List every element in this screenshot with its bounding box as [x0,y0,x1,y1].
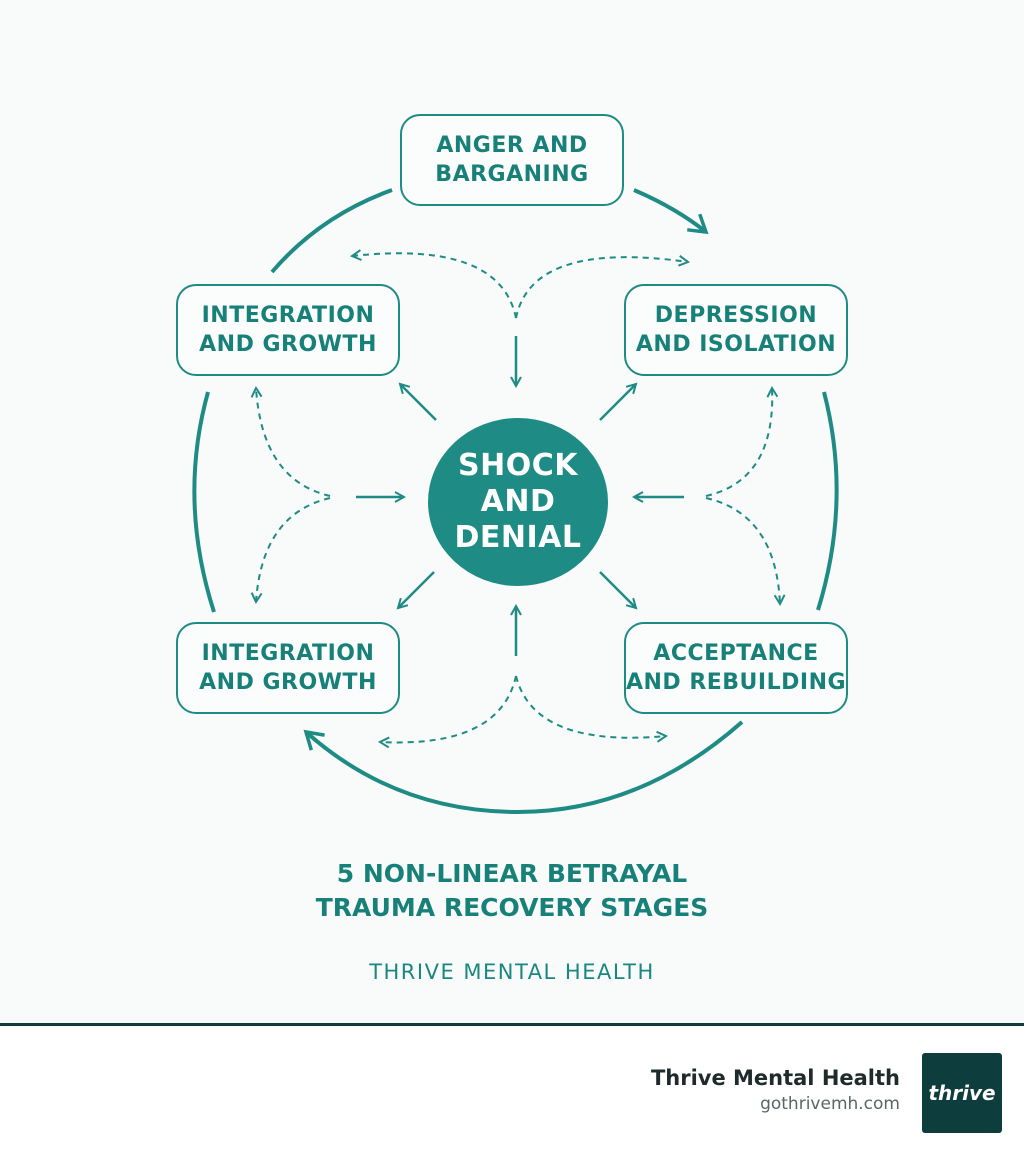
arrow-up-left [400,384,437,421]
stage-acceptance-rebuilding: ACCEPTANCE AND REBUILDING [624,622,848,714]
stage-label-line1: ANGER AND [436,133,588,158]
logo-text: thrive [928,1081,996,1105]
diagram-title-line2: TRAUMA RECOVERY STAGES [315,893,709,922]
center-label-line2: AND [480,484,556,519]
stage-integration-growth-lower: INTEGRATION AND GROWTH [176,622,400,714]
dashed-right-up [705,388,772,497]
stage-label-line1: ACCEPTANCE [653,641,819,666]
arrow-up-right [599,384,636,421]
cycle-ring [192,188,839,815]
stage-label-line2: AND GROWTH [199,332,377,357]
stage-integration-growth-upper: INTEGRATION AND GROWTH [176,284,400,376]
dashed-connectors [256,253,780,742]
cycle-arc-top-right [633,188,709,235]
arrow-down-left [398,571,435,608]
cycle-diagram [192,188,839,815]
dashed-top-right [515,257,688,319]
center-stage-shock-denial: SHOCK AND DENIAL [428,418,608,586]
stage-depression-isolation: DEPRESSION AND ISOLATION [624,284,848,376]
dashed-bottom-left [380,675,517,742]
stage-label-line1: INTEGRATION [201,641,375,666]
footer-bar: Thrive Mental Health gothrivemh.com thri… [0,1023,1024,1157]
dashed-top-left [352,253,517,319]
thrive-logo: thrive [922,1053,1002,1133]
brand-subtitle: THRIVE MENTAL HEALTH [369,960,655,984]
stage-label-line2: AND GROWTH [199,670,377,695]
stage-label-line2: AND REBUILDING [625,670,847,695]
center-label-line3: DENIAL [454,520,582,555]
center-arrows [356,336,684,656]
dashed-bottom-right [515,675,666,738]
footer-brand-name: Thrive Mental Health [650,1066,900,1090]
stage-label-line2: AND ISOLATION [635,332,837,357]
diagram-title-line1: 5 NON-LINEAR BETRAYAL [336,859,688,888]
dashed-right-down [705,497,780,604]
stage-label-line1: INTEGRATION [201,303,375,328]
cycle-arc-bottom [303,720,744,815]
dashed-left-up [256,388,331,497]
cycle-arc-right [816,391,839,611]
cycle-arc-top-left [270,188,393,274]
footer-website-link[interactable]: gothrivemh.com [760,1094,900,1114]
cycle-arc-left [192,391,216,613]
stage-label-line2: BARGANING [435,162,589,187]
stage-label-line1: DEPRESSION [654,303,818,328]
stage-anger-bargaining: ANGER AND BARGANING [400,114,624,206]
center-label-line1: SHOCK [458,448,578,483]
arrow-down-right [599,571,636,608]
dashed-left-down [256,497,331,602]
